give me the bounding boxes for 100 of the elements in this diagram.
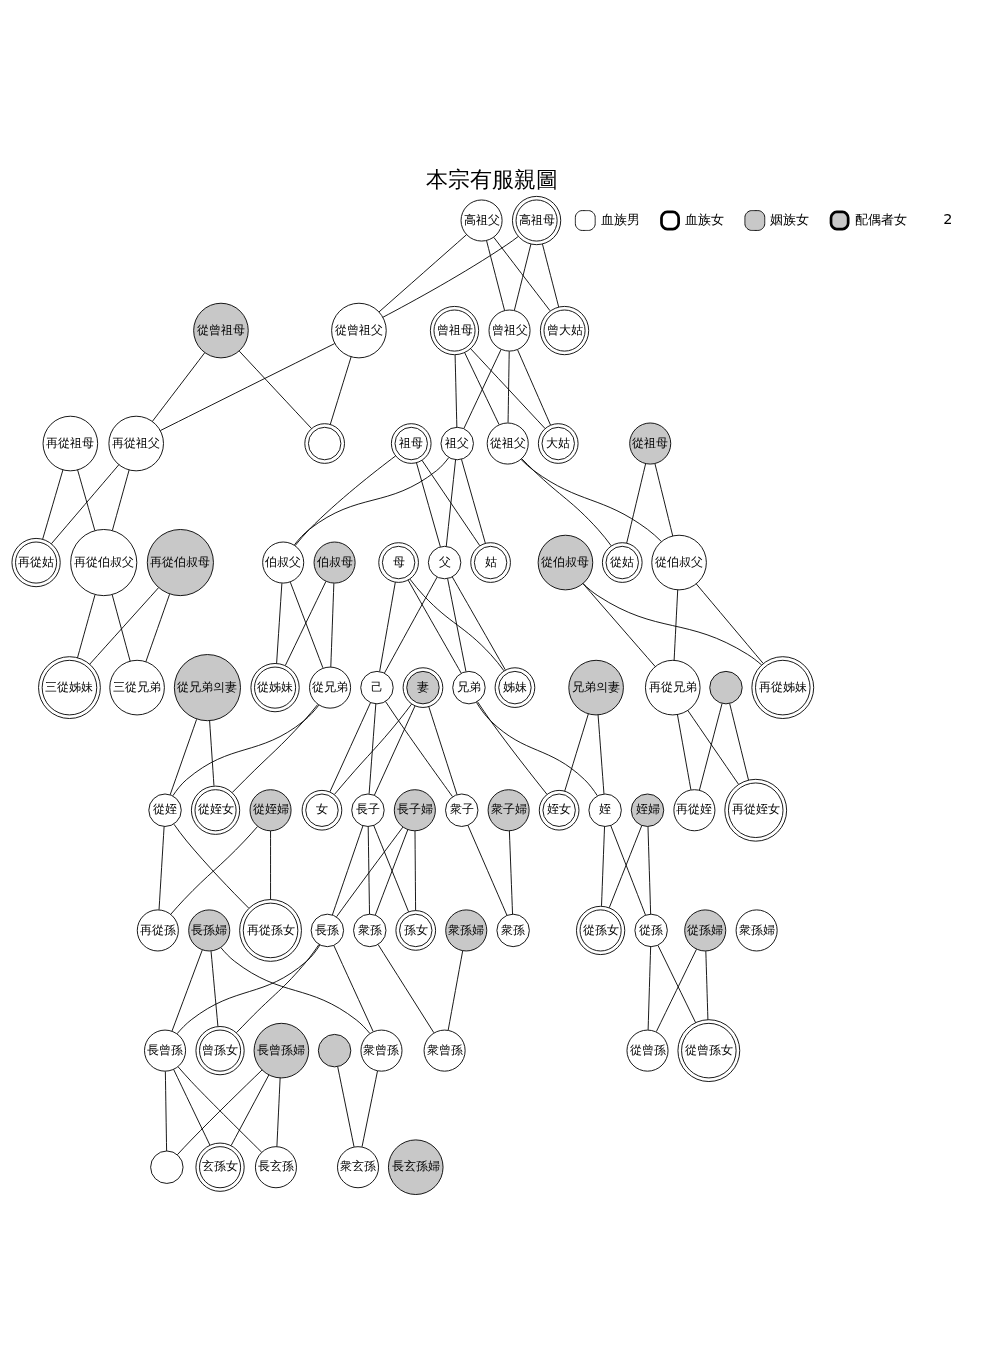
node-circle: 長玄孫 xyxy=(255,1145,297,1188)
connector xyxy=(336,826,404,917)
legend-label: 配偶者女 xyxy=(854,211,907,227)
node-circle: 衆曾孫 xyxy=(423,1029,466,1072)
connector xyxy=(676,713,692,790)
connector xyxy=(508,830,513,915)
node-circle: 從伯叔母 xyxy=(537,534,594,590)
node-circle: 從曾祖母 xyxy=(193,302,249,358)
connector xyxy=(111,593,131,662)
connector xyxy=(407,579,462,673)
node-circle: 再從祖母 xyxy=(42,415,99,471)
connector xyxy=(329,355,352,425)
node-circle: 再從伯叔母 xyxy=(146,528,214,596)
connector xyxy=(414,830,417,911)
connector xyxy=(231,703,319,793)
connector xyxy=(687,709,739,785)
node-circle: 再從姊妹 xyxy=(751,655,815,719)
node-circle: 從孫婦 xyxy=(684,908,727,951)
node-circle: 衆孫婦 xyxy=(735,908,778,951)
connector xyxy=(467,824,508,916)
connector xyxy=(77,468,96,531)
connector xyxy=(238,350,312,429)
connector xyxy=(374,704,416,796)
connector xyxy=(151,351,206,422)
connector xyxy=(729,702,749,781)
node-circle: 祖母 xyxy=(390,422,432,464)
connector xyxy=(647,825,652,914)
connector xyxy=(276,582,283,664)
node-circle: 長子 xyxy=(351,793,385,827)
connector xyxy=(447,577,467,672)
connector xyxy=(476,701,598,796)
node-circle: 從兄弟 xyxy=(309,666,352,709)
node-circle: 姊妹 xyxy=(494,666,536,708)
node-circle: 大姑 xyxy=(537,422,579,464)
connector xyxy=(173,1068,211,1145)
connector xyxy=(276,1076,281,1147)
connector xyxy=(486,239,506,311)
connector xyxy=(451,575,506,670)
connector xyxy=(428,705,458,795)
node-circle xyxy=(709,670,743,704)
connector xyxy=(220,946,371,1034)
connector xyxy=(421,459,481,546)
connector xyxy=(542,243,560,307)
connector xyxy=(507,350,510,423)
node-circle: 姪女 xyxy=(538,789,580,831)
node-circle: 祖父 xyxy=(440,426,474,460)
connector xyxy=(384,576,438,673)
node-circle: 姪 xyxy=(588,793,622,827)
connector xyxy=(657,944,697,1023)
node-circle: 伯叔母 xyxy=(313,541,356,584)
node-circle: 從姑 xyxy=(601,541,643,583)
connector xyxy=(470,347,546,429)
node-circle: 父 xyxy=(427,545,462,579)
connector xyxy=(330,582,335,667)
connector xyxy=(454,354,458,428)
connector xyxy=(582,582,656,667)
node-circle: 再從孫 xyxy=(136,908,179,951)
node-circle: 從祖母 xyxy=(629,422,672,464)
node-circle: 從曾祖父 xyxy=(331,302,387,358)
node-circle: 兄弟 xyxy=(452,670,486,704)
node-circle: 孫女 xyxy=(395,909,437,951)
node-circle xyxy=(150,1150,184,1184)
connector xyxy=(385,700,453,797)
connector xyxy=(173,823,250,909)
connector xyxy=(171,949,203,1031)
connector xyxy=(379,581,396,672)
connector xyxy=(382,235,519,318)
node-circle: 女 xyxy=(301,789,343,831)
node-circle: 衆子 xyxy=(445,793,479,827)
node-circle: 長子婦 xyxy=(393,788,436,831)
connector xyxy=(416,461,441,547)
node-circle: 妻 xyxy=(402,666,444,708)
connector xyxy=(236,943,320,1033)
legend-label: 血族男 xyxy=(600,211,640,227)
node-circle: 長孫 xyxy=(310,913,345,947)
node-circle: 衆玄孫 xyxy=(337,1145,379,1188)
legend-label: 血族女 xyxy=(685,211,725,227)
connector xyxy=(331,824,364,915)
connector xyxy=(517,348,551,425)
connector xyxy=(378,233,467,312)
connector xyxy=(695,582,764,664)
connector xyxy=(461,458,486,544)
connector xyxy=(111,468,130,531)
connector xyxy=(493,236,551,311)
node-circle: 再從姪 xyxy=(673,788,716,831)
connector xyxy=(333,944,374,1032)
connector xyxy=(294,455,397,546)
connector xyxy=(626,462,647,543)
connector xyxy=(655,948,697,1032)
connector xyxy=(89,586,159,665)
connector xyxy=(209,719,215,786)
connector xyxy=(610,824,646,915)
node-circle: 從伯叔父 xyxy=(651,534,707,590)
node-circle: 再從伯叔父 xyxy=(70,528,138,596)
node-circle: 長曾孫婦 xyxy=(253,1022,310,1078)
node-circle: 衆孫 xyxy=(496,913,530,947)
connector xyxy=(158,825,165,910)
node-circle: 高祖父 xyxy=(460,199,503,241)
node-circle: 從祖父 xyxy=(486,422,529,464)
connector xyxy=(608,824,643,908)
